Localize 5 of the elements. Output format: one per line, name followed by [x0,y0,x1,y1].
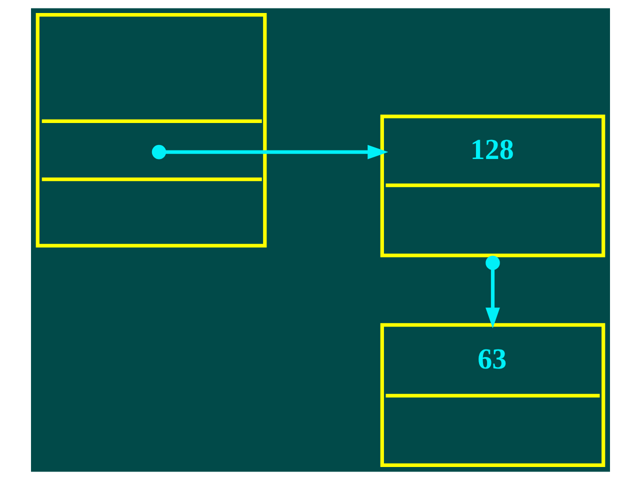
node-box: 63 [380,323,605,467]
node-box: 128 [380,114,605,258]
arrow [151,144,388,160]
node-box [35,13,266,248]
arrow [485,256,500,328]
